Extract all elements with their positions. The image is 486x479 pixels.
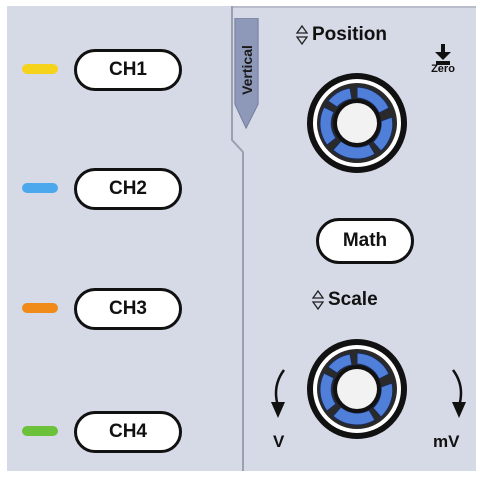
rotate-right-arrow-icon xyxy=(451,369,466,418)
math-button-label: Math xyxy=(342,230,388,251)
scale-knob[interactable] xyxy=(305,337,409,441)
ch4-led-indicator xyxy=(22,426,58,436)
rotate-left-arrow-icon xyxy=(271,369,286,418)
zero-label: Zero xyxy=(431,63,455,75)
ch1-button[interactable]: CH1 xyxy=(74,49,182,91)
ch2-led-indicator xyxy=(22,183,58,193)
vertical-tab-label: Vertical xyxy=(238,45,255,95)
math-button[interactable]: Math xyxy=(316,218,414,264)
ch2-button-label: CH2 xyxy=(108,178,147,199)
ch3-button-label: CH3 xyxy=(108,298,147,319)
ch3-button[interactable]: CH3 xyxy=(74,288,182,330)
ch2-button[interactable]: CH2 xyxy=(74,168,182,210)
position-label: Position xyxy=(296,24,387,46)
millivolts-unit-label: mV xyxy=(433,432,460,451)
scale-label: Scale xyxy=(312,289,378,311)
ch3-led-indicator xyxy=(22,303,58,313)
ch4-button-label: CH4 xyxy=(108,421,147,442)
ch1-led-indicator xyxy=(22,64,58,74)
ch4-button[interactable]: CH4 xyxy=(74,411,182,453)
up-down-arrows-icon xyxy=(296,25,308,45)
up-down-arrows-icon xyxy=(312,290,324,310)
ch1-button-label: CH1 xyxy=(108,59,147,80)
vertical-tab xyxy=(234,18,259,130)
volts-unit-label: V xyxy=(273,432,285,451)
zero-icon[interactable] xyxy=(426,36,460,78)
position-knob[interactable] xyxy=(305,71,409,175)
